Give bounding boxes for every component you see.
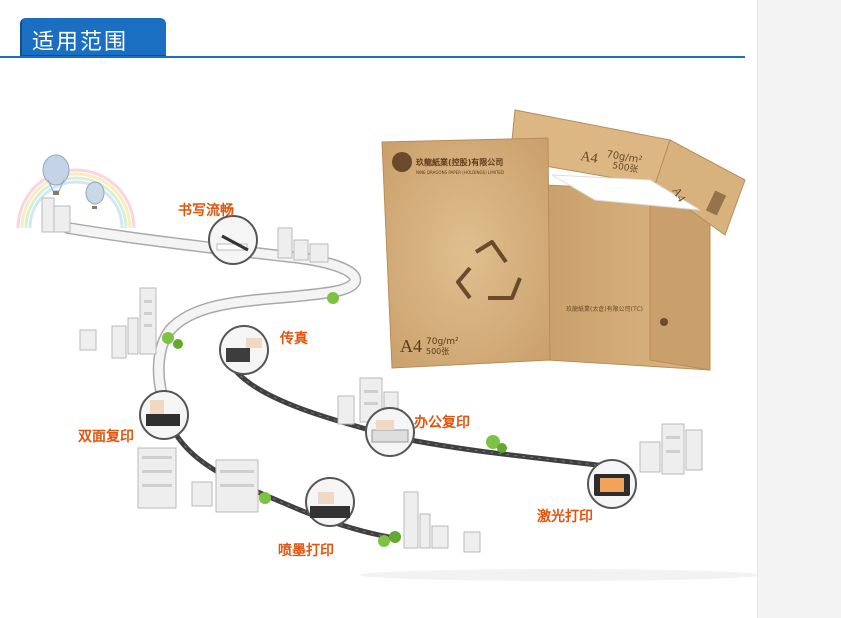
ream-weight: 70g/m² xyxy=(426,337,459,347)
box-side-company: 玖龍紙業(太倉)有限公司(TC) xyxy=(566,305,643,313)
laser-circle xyxy=(587,459,637,509)
paper-ream: 玖龍紙業(控股)有限公司 NINE DRAGONS PAPER (HOLDING… xyxy=(381,137,551,369)
recycle-icon xyxy=(456,240,522,300)
label-laser-print: 激光打印 xyxy=(537,509,593,525)
section-title: 适用范围 xyxy=(32,30,129,55)
fax-circle xyxy=(219,325,269,375)
office-copy-circle xyxy=(365,407,415,457)
label-duplex-copy: 双面复印 xyxy=(78,429,134,445)
paper-road-upper-surface xyxy=(63,223,360,400)
right-sidebar xyxy=(757,0,841,618)
ream-brand-en: NINE DRAGONS PAPER (HOLDINGS) LIMITED xyxy=(416,170,504,175)
ream-count: 500张 xyxy=(426,347,449,356)
rainbow xyxy=(16,168,136,229)
hot-air-balloon xyxy=(85,181,105,209)
label-writing: 书写流畅 xyxy=(178,203,234,219)
hot-air-balloon xyxy=(42,154,70,195)
inkjet-circle xyxy=(305,477,355,527)
label-inkjet-print: 喷墨打印 xyxy=(278,543,334,559)
paper-box: A4 70g/m² 500张 A4 玖龍紙業(太倉)有限公司(TC) xyxy=(509,109,746,371)
ream-brand: 玖龍紙業(控股)有限公司 xyxy=(416,157,503,167)
writing-circle xyxy=(208,215,258,265)
usage-illustration: A4 70g/m² 500张 A4 玖龍紙業(太倉)有限公司(TC) 玖龍紙業(… xyxy=(16,109,757,581)
box-lid-count: 500张 xyxy=(611,160,639,175)
ream-size: A4 xyxy=(400,336,422,356)
label-fax: 传真 xyxy=(280,331,308,347)
green-trees xyxy=(162,292,507,547)
header-rule xyxy=(0,56,745,58)
duplex-circle xyxy=(139,390,189,440)
section-header: 适用范围 xyxy=(0,0,745,60)
box-lid-size: A4 xyxy=(579,149,598,167)
label-office-copy: 办公复印 xyxy=(414,415,470,431)
section-tab xyxy=(20,18,166,56)
box-flap-size: A4 xyxy=(669,185,688,205)
ground-shadow xyxy=(360,569,757,581)
